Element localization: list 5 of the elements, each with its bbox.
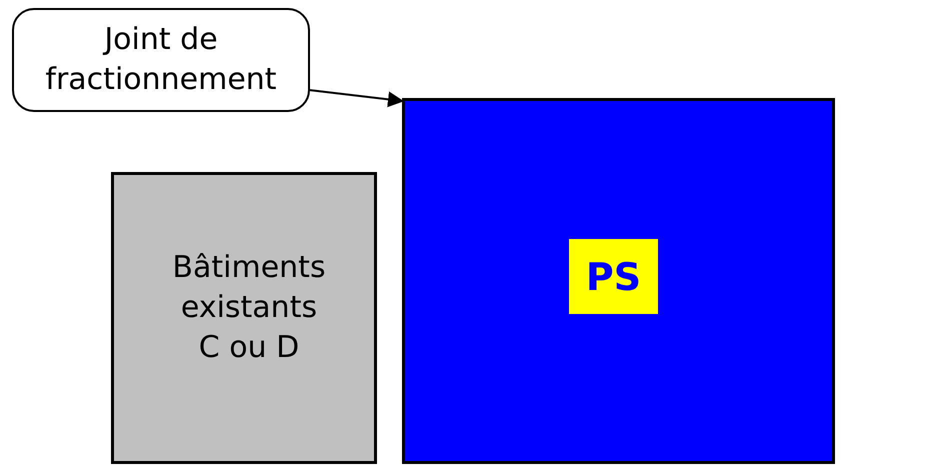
callout-bubble: Joint de fractionnement <box>12 8 310 112</box>
building-block: Bâtiments existants C ou D <box>111 172 377 464</box>
leader-arrow <box>310 89 404 108</box>
zone-label: PS <box>569 239 658 314</box>
building-block <box>402 98 835 464</box>
